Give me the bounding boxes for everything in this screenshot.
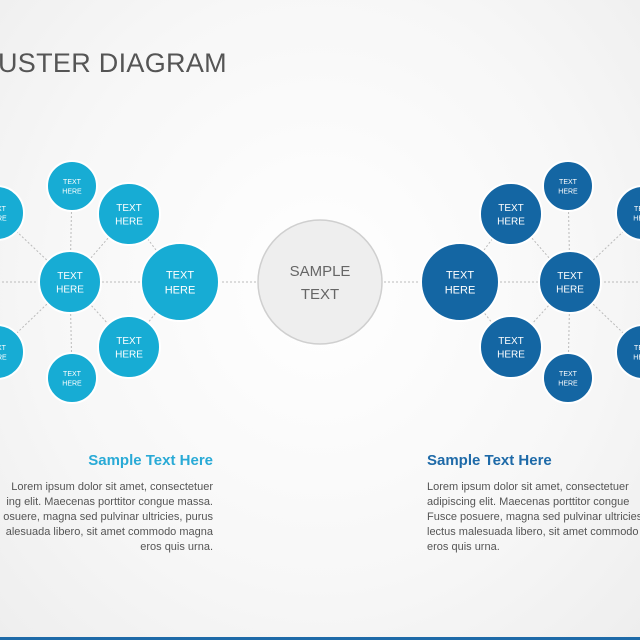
left-node-label-line1: TEXT: [116, 203, 142, 214]
right-node-top: TEXT HERE: [542, 160, 594, 212]
left-node-hub: TEXT HERE: [38, 250, 102, 314]
right-body-line: lectus malesuada libero, sit amet commod…: [427, 526, 639, 538]
right-node-label-line1: TEXT: [634, 206, 640, 213]
right-node-label-line1: TEXT: [498, 336, 524, 347]
right-node-label-line1: TEXT: [634, 345, 640, 352]
left-node-circle: [0, 185, 25, 241]
right-node-label-line1: TEXT: [559, 371, 578, 378]
slide-title: USTER DIAGRAM: [0, 48, 227, 78]
left-section-body: Lorem ipsum dolor sit amet, consectetuer…: [0, 480, 213, 555]
center-label-line1: SAMPLE: [290, 263, 351, 280]
left-body-line: osuere, magna sed pulvinar ultricies, pu…: [3, 511, 213, 523]
left-node-label-line1: TEXT: [166, 270, 194, 282]
right-node-label-line2: HERE: [497, 350, 525, 361]
left-node-circle: [97, 315, 161, 379]
right-node-circle: [542, 352, 594, 404]
left-node-circle: [38, 250, 102, 314]
right-body-line: eros quis urna.: [427, 541, 500, 553]
right-node-circle: [479, 182, 543, 246]
right-node-bottom: TEXT HERE: [542, 352, 594, 404]
right-node-label-line2: HERE: [556, 285, 584, 296]
right-section-heading: Sample Text Here: [427, 452, 552, 469]
left-node-label-line2: HERE: [62, 380, 82, 387]
bottom-accent-bar: [0, 637, 640, 640]
left-node-label-line1: TEXT: [116, 336, 142, 347]
center-circle: [257, 219, 383, 345]
left-node-bottom: TEXT HERE: [46, 352, 98, 404]
right-node-label-line2: HERE: [633, 215, 640, 222]
right-node-label-line1: TEXT: [559, 179, 578, 186]
left-node-label-line1: TEXT: [63, 371, 82, 378]
right-node-circle: [420, 242, 500, 322]
right-node-circle: [542, 160, 594, 212]
left-node-circle: [0, 324, 25, 380]
left-node-label-line1: TEXT: [57, 271, 83, 282]
left-node-far-lower: TEXT HERE: [0, 324, 25, 380]
right-node-hub: TEXT HERE: [538, 250, 602, 314]
left-node-label-line2: HERE: [62, 188, 82, 195]
cluster-nodes: TEXT HERE TEXT HERE TEXT HERE TEXT HERE TEXT HERE…: [0, 160, 640, 404]
right-node-primary: TEXT HERE: [420, 242, 500, 322]
left-node-label-line1: TEXT: [0, 206, 7, 213]
left-node-primary: TEXT HERE: [140, 242, 220, 322]
left-node-circle: [46, 160, 98, 212]
left-node-label-line2: HERE: [56, 285, 84, 296]
left-body-line: Lorem ipsum dolor sit amet, consectetuer: [11, 481, 213, 493]
left-node-upper: TEXT HERE: [97, 182, 161, 246]
left-node-label-line1: TEXT: [0, 345, 7, 352]
right-node-circle: [538, 250, 602, 314]
right-node-label-line1: TEXT: [446, 270, 474, 282]
right-node-circle: [615, 324, 640, 380]
right-node-label-line2: HERE: [497, 217, 525, 228]
left-node-circle: [97, 182, 161, 246]
left-node-label-line2: HERE: [115, 350, 143, 361]
right-section-body: Lorem ipsum dolor sit amet, consectetuer…: [427, 480, 640, 555]
right-node-upper: TEXT HERE: [479, 182, 543, 246]
right-node-label-line2: HERE: [445, 285, 476, 297]
right-body-line: Lorem ipsum dolor sit amet, consectetuer: [427, 481, 629, 493]
right-node-circle: [615, 185, 640, 241]
left-node-far-upper: TEXT HERE: [0, 185, 25, 241]
left-node-label-line1: TEXT: [63, 179, 82, 186]
left-node-label-line2: HERE: [115, 217, 143, 228]
right-node-label-line2: HERE: [633, 354, 640, 361]
right-node-far-upper: TEXT HERE: [615, 185, 640, 241]
right-node-lower: TEXT HERE: [479, 315, 543, 379]
right-node-label-line1: TEXT: [557, 271, 583, 282]
left-node-circle: [46, 352, 98, 404]
left-body-line: ing elit. Maecenas porttitor congue mass…: [6, 496, 213, 508]
right-node-label-line2: HERE: [558, 188, 578, 195]
left-node-circle: [140, 242, 220, 322]
left-connector-line: [69, 213, 130, 283]
right-node-far-lower: TEXT HERE: [615, 324, 640, 380]
left-node-lower: TEXT HERE: [97, 315, 161, 379]
left-node-label-line2: HERE: [165, 285, 196, 297]
right-connector-line: [510, 213, 571, 283]
left-node-label-line2: HERE: [0, 215, 7, 222]
right-node-label-line2: HERE: [558, 380, 578, 387]
right-body-line: Fusce posuere, magna sed pulvinar ultric…: [427, 511, 640, 523]
right-body-line: adipiscing elit. Maecenas porttitor cong…: [427, 496, 630, 508]
right-node-circle: [479, 315, 543, 379]
center-node: SAMPLE TEXT: [257, 219, 383, 345]
center-label-line2: TEXT: [301, 286, 339, 303]
left-body-line: alesuada libero, sit amet commodo magna: [5, 526, 213, 538]
left-body-line: eros quis urna.: [140, 541, 213, 553]
left-node-top: TEXT HERE: [46, 160, 98, 212]
right-node-label-line1: TEXT: [498, 203, 524, 214]
left-section-heading: Sample Text Here: [88, 452, 213, 469]
left-node-label-line2: HERE: [0, 354, 7, 361]
